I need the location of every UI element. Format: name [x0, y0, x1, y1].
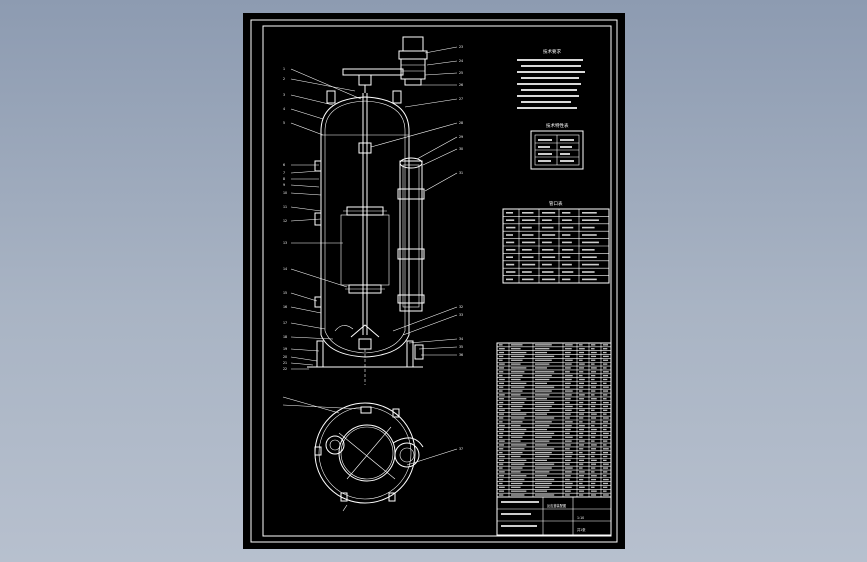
balloon-label: 22 — [283, 367, 287, 371]
drive-frame — [342, 68, 404, 93]
balloon-label: 20 — [283, 355, 287, 359]
balloon-label: 24 — [459, 59, 463, 63]
nozzle-table-title: 管口表 — [549, 200, 563, 207]
balloon-labels-right: 23 24 25 26 27 28 29 30 31 32 33 34 35 36 37 — [459, 45, 463, 451]
balloon-label: 14 — [283, 267, 287, 271]
leader-lines-right — [370, 46, 458, 466]
bottom-outlet — [358, 338, 372, 385]
balloon-label: 32 — [459, 305, 463, 309]
balloon-label: 31 — [459, 171, 463, 175]
notes-title: 技术要求 — [543, 48, 561, 55]
drawing-scale: 1:10 — [577, 516, 584, 520]
balloon-label: 10 — [283, 191, 287, 195]
balloon-label: 2 — [283, 77, 285, 81]
balloon-label: 15 — [283, 291, 287, 295]
balloon-label: 16 — [283, 305, 287, 309]
balloon-label: 3 — [283, 93, 285, 97]
agitator-shaft — [358, 93, 372, 335]
balloon-label: 25 — [459, 71, 463, 75]
balloon-label: 4 — [283, 107, 285, 111]
title-block: 反应釜装配图 1:10 共1张 — [496, 496, 612, 536]
balloon-label: 33 — [459, 313, 463, 317]
balloon-label: 17 — [283, 321, 287, 325]
plan-view — [282, 396, 424, 512]
drawing-name: 反应釜装配图 — [547, 503, 566, 508]
balloon-label: 37 — [459, 447, 463, 451]
balloon-label: 27 — [459, 97, 463, 101]
balloon-label: 12 — [283, 219, 287, 223]
balloon-label: 23 — [459, 45, 463, 49]
impeller-lower — [345, 284, 385, 294]
balloon-label: 21 — [283, 361, 287, 365]
balloon-label: 11 — [283, 205, 287, 209]
balloon-label: 8 — [283, 177, 285, 181]
balloon-label: 19 — [283, 347, 287, 351]
balloon-label: 18 — [283, 335, 287, 339]
balloon-label: 5 — [283, 121, 285, 125]
balloon-label: 7 — [283, 171, 285, 175]
balloon-label: 36 — [459, 353, 463, 357]
outer-border — [250, 19, 618, 543]
small-table-title: 技术特性表 — [546, 122, 569, 129]
balloon-label: 6 — [283, 163, 285, 167]
balloon-label: 35 — [459, 345, 463, 349]
technical-notes: 技术要求 — [517, 48, 585, 109]
bottom-impeller — [334, 324, 380, 338]
vessel-shell — [314, 90, 410, 358]
balloon-label: 13 — [283, 241, 287, 245]
balloon-label: 1 — [283, 67, 285, 71]
balloon-label: 30 — [459, 147, 463, 151]
impeller-upper — [343, 206, 387, 216]
balloon-label: 34 — [459, 337, 463, 341]
balloon-label: 26 — [459, 83, 463, 87]
nozzle-table: 管口表 — [502, 200, 610, 284]
technical-characteristics-table: 技术特性表 — [530, 122, 584, 170]
drive-motor — [398, 36, 428, 86]
heat-exchanger-tube — [397, 157, 425, 312]
balloon-label: 9 — [283, 183, 285, 187]
balloon-label: 29 — [459, 135, 463, 139]
balloon-label: 28 — [459, 121, 463, 125]
inner-border — [262, 25, 612, 537]
parts-list — [496, 342, 612, 498]
baffle-frame — [340, 214, 390, 286]
leader-lines-left — [290, 68, 362, 370]
support-legs — [307, 340, 424, 368]
sheet-count: 共1张 — [577, 527, 586, 532]
